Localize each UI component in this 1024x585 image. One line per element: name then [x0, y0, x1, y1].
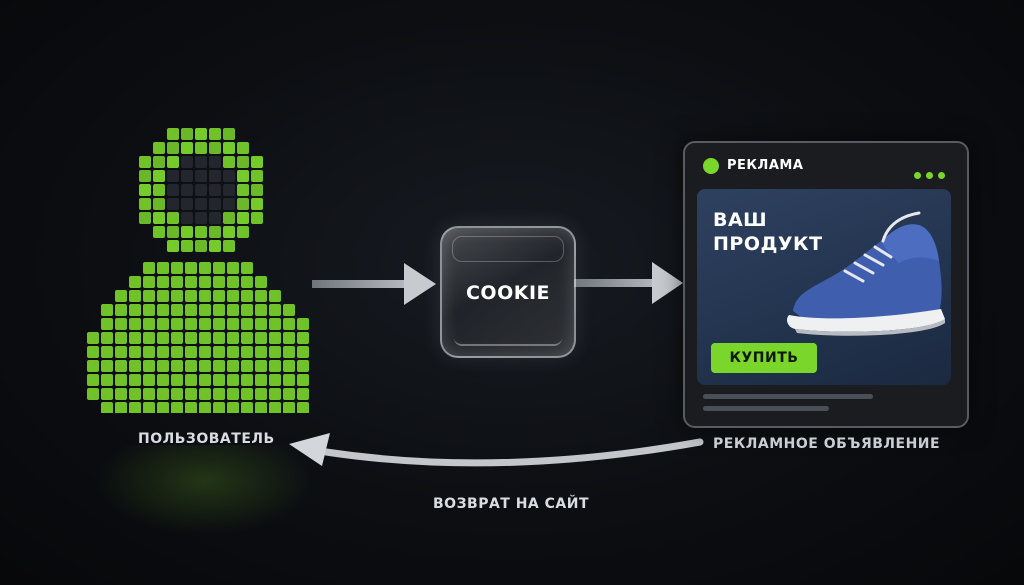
sneaker-icon	[787, 211, 945, 336]
placeholder-text-line	[703, 406, 829, 411]
cookie-label: COOKIE	[465, 282, 551, 304]
ad-product-card[interactable]: ВАШ ПРОДУКТ КУПИТЬ	[697, 189, 951, 385]
window-dots-icon[interactable]	[909, 164, 945, 183]
window-dot	[938, 172, 945, 179]
arrow-user-to-cookie	[312, 263, 436, 305]
product-title-line-1: ВАШ	[713, 209, 768, 231]
user-glow	[95, 445, 315, 535]
ad-window: РЕКЛАМА ВАШ ПРОДУКТ КУПИТЬ	[683, 141, 969, 428]
window-dot	[926, 172, 933, 179]
pixel-user-icon	[87, 128, 309, 413]
placeholder-text-line	[703, 394, 873, 399]
buy-button[interactable]: КУПИТЬ	[711, 343, 817, 373]
product-title-line-2: ПРОДУКТ	[713, 233, 823, 255]
ad-label: РЕКЛАМНОЕ ОБЪЯВЛЕНИЕ	[713, 436, 941, 452]
ad-status-dot	[703, 158, 719, 174]
window-dot	[914, 172, 921, 179]
ad-window-title: РЕКЛАМА	[727, 158, 804, 173]
return-arrow	[289, 433, 704, 467]
cookie-cube: COOKIE	[440, 226, 576, 358]
arrow-cookie-to-ad	[574, 262, 683, 304]
user-label: ПОЛЬЗОВАТЕЛЬ	[138, 431, 275, 447]
return-label: ВОЗВРАТ НА САЙТ	[433, 496, 590, 512]
